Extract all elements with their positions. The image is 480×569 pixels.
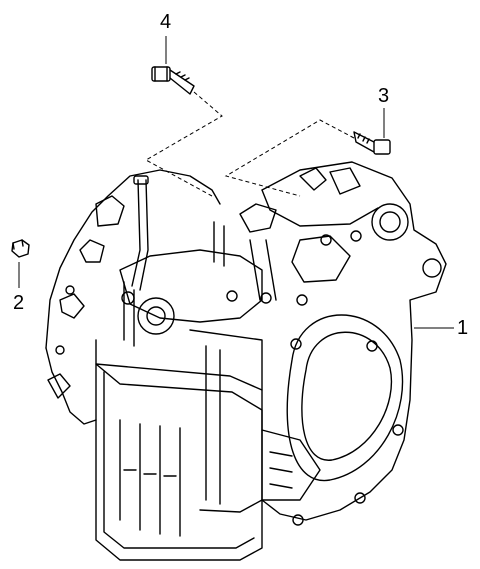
callout-1: 1	[457, 317, 469, 339]
nut-2-icon	[11, 239, 30, 258]
transaxle-body-icon	[45, 161, 447, 561]
callout-2: 2	[13, 292, 25, 314]
bolt-position-guide	[144, 91, 355, 197]
bolt-3-icon	[353, 131, 391, 155]
bolt-4-icon	[151, 66, 195, 95]
leader-lines	[18, 36, 454, 329]
callout-3: 3	[378, 85, 390, 107]
callout-4: 4	[160, 11, 172, 33]
